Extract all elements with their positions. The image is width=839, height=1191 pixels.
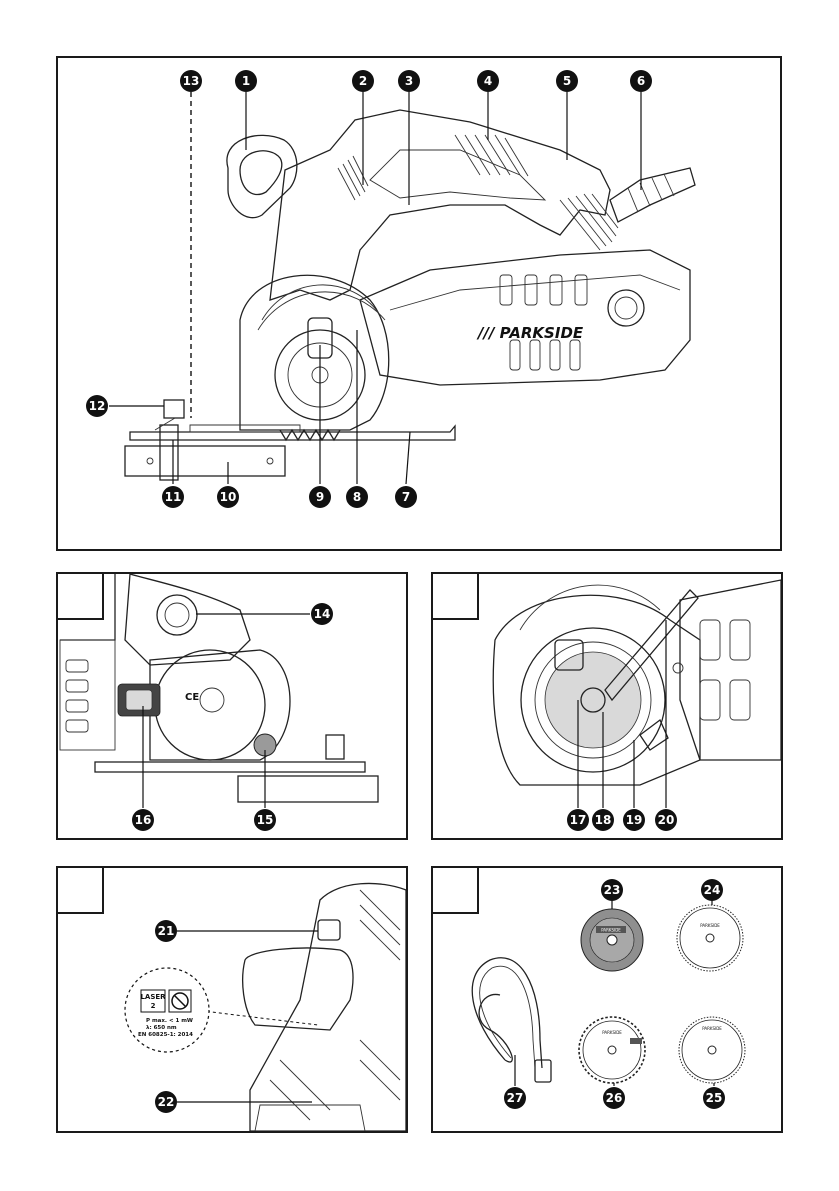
svg-text:PARKSIDE: PARKSIDE (700, 923, 720, 928)
callout-26: 26 (603, 1087, 625, 1109)
callout-15: 15 (254, 809, 276, 831)
laser-class-number: 2 (151, 1002, 156, 1010)
svg-text:25: 25 (706, 1091, 723, 1105)
svg-text:24: 24 (704, 883, 721, 897)
laser-power-text: P max. < 1 mW (146, 1018, 193, 1024)
callout-22: 22 (155, 1091, 177, 1113)
svg-text:26: 26 (606, 1091, 623, 1105)
bevel-knob (157, 595, 197, 635)
svg-text:PARKSIDE: PARKSIDE (702, 1026, 722, 1031)
callout-21: 21 (155, 920, 177, 942)
callout-24: 24 (701, 879, 723, 901)
blade-brand-23: PARKSIDE (601, 928, 621, 933)
svg-text:PARKSIDE: PARKSIDE (602, 1030, 622, 1035)
laser-wavelength-text: λ: 650 nm (146, 1025, 177, 1031)
callout-25: 25 (703, 1087, 725, 1109)
svg-text:16: 16 (135, 813, 152, 827)
svg-text:20: 20 (658, 813, 675, 827)
saw-blade-25: PARKSIDE (679, 1017, 745, 1083)
callout-27: 27 (504, 1087, 526, 1109)
ce-mark: CE (185, 692, 199, 703)
svg-text:22: 22 (158, 1095, 175, 1109)
svg-text:27: 27 (507, 1091, 524, 1105)
handle-top (243, 948, 353, 1030)
callout-19: 19 (623, 809, 645, 831)
accessories-drawing: PARKSIDE PARKSIDE PARKSIDE PARKSIDE (472, 900, 745, 1086)
callout-16: 16 (132, 809, 154, 831)
saw-blade-26: PARKSIDE (579, 1017, 645, 1083)
callout-17: 17 (567, 809, 589, 831)
svg-text:14: 14 (314, 607, 331, 621)
svg-text:23: 23 (604, 883, 621, 897)
callout-23: 23 (601, 879, 623, 901)
svg-text:15: 15 (257, 813, 274, 827)
laser-switch (318, 920, 340, 940)
laser-class-text: LASER (140, 993, 166, 1001)
callout-18: 18 (592, 809, 614, 831)
svg-text:21: 21 (158, 924, 175, 938)
laser-warning-label (125, 968, 209, 1052)
extraction-hose (472, 958, 542, 1068)
svg-text:18: 18 (595, 813, 612, 827)
callout-14: 14 (311, 603, 333, 625)
callout-20: 20 (655, 809, 677, 831)
parallel-guide (238, 776, 378, 802)
laser-standard-text: EN 60825-1: 2014 (138, 1032, 193, 1038)
saw-blade-24: PARKSIDE (677, 905, 743, 971)
svg-text:17: 17 (570, 813, 587, 827)
blade-change-drawing (493, 580, 781, 808)
svg-text:19: 19 (626, 813, 643, 827)
